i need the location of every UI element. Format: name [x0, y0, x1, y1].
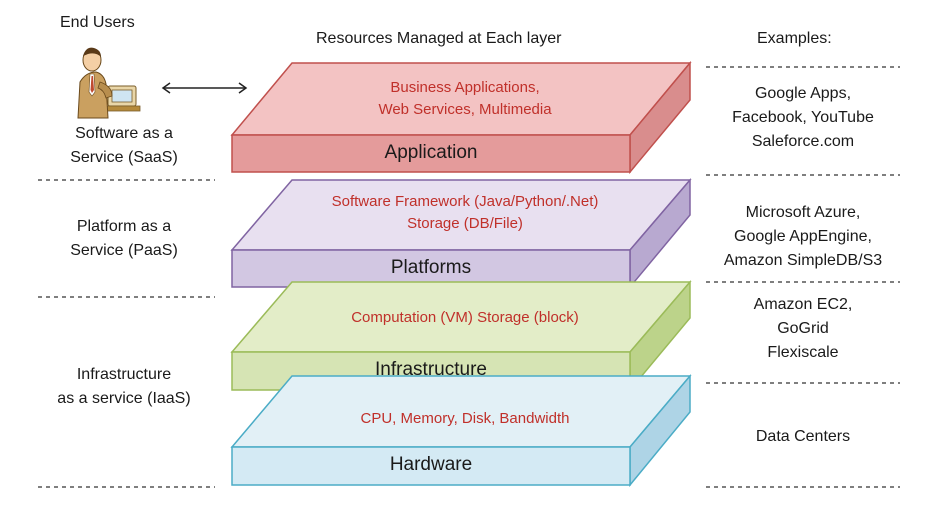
service-model-iaas: Infrastructure as a service (IaaS) — [40, 363, 208, 411]
layer-application-resources-line1: Business Applications, — [390, 79, 540, 96]
layer-hardware-resources-line1: CPU, Memory, Disk, Bandwidth — [360, 410, 570, 427]
examples-platforms: Microsoft Azure, Google AppEngine, Amazo… — [706, 201, 900, 273]
layer-platforms-resources-line1: Software Framework (Java/Python/.Net) — [331, 193, 599, 210]
examples-header: Examples: — [757, 30, 832, 47]
layer-hardware-name: Hardware — [389, 454, 473, 475]
layer-infrastructure-resources-line1: Computation (VM) Storage (block) — [351, 309, 579, 326]
layer-hardware-block — [230, 373, 692, 488]
examples-platforms-line1: Microsoft Azure, — [745, 204, 861, 221]
examples-application: Google Apps, Facebook, YouTube Saleforce… — [706, 82, 900, 154]
examples-platforms-line3: Amazon SimpleDB/S3 — [723, 252, 883, 269]
service-model-saas-line1: Software as a — [75, 125, 173, 142]
service-model-paas-line2: Service (PaaS) — [70, 242, 178, 259]
examples-hardware-line1: Data Centers — [755, 428, 851, 445]
resources-header: Resources Managed at Each layer — [316, 30, 562, 47]
service-model-paas-line1: Platform as a — [76, 218, 172, 235]
layer-infrastructure-resources: Computation (VM) Storage (block) — [270, 307, 660, 329]
examples-infrastructure-line3: Flexiscale — [767, 344, 839, 361]
layer-application-block — [230, 60, 692, 175]
examples-infrastructure-line1: Amazon EC2, — [753, 296, 853, 313]
layer-platforms-block — [230, 177, 692, 290]
end-users-label: End Users — [60, 14, 135, 31]
service-model-iaas-line2: as a service (IaaS) — [57, 390, 191, 407]
layer-application-resources: Business Applications, Web Services, Mul… — [290, 77, 640, 121]
layer-infrastructure-name: Infrastructure — [375, 359, 487, 380]
layer-platforms-name: Platforms — [390, 257, 472, 278]
examples-platforms-line2: Google AppEngine, — [734, 228, 872, 245]
layer-platforms-resources-line2: Storage (DB/File) — [407, 215, 523, 232]
layer-application-name: Application — [384, 142, 478, 163]
examples-infrastructure-line2: GoGrid — [777, 320, 829, 337]
service-model-saas-line2: Service (SaaS) — [70, 149, 178, 166]
layer-application-resources-line2: Web Services, Multimedia — [378, 101, 552, 118]
examples-application-line2: Facebook, YouTube — [732, 109, 874, 126]
service-model-paas: Platform as a Service (PaaS) — [40, 215, 208, 263]
service-model-saas: Software as a Service (SaaS) — [40, 122, 208, 170]
examples-application-line1: Google Apps, — [754, 85, 852, 102]
double-headed-arrow-icon — [161, 82, 248, 94]
examples-application-line3: Saleforce.com — [751, 133, 855, 150]
user-at-computer-icon — [77, 47, 141, 119]
layer-hardware-front — [231, 446, 631, 486]
examples-infrastructure: Amazon EC2, GoGrid Flexiscale — [706, 293, 900, 365]
examples-hardware: Data Centers — [706, 425, 900, 449]
layer-platforms-resources: Software Framework (Java/Python/.Net) St… — [270, 191, 660, 235]
layer-application-front — [231, 134, 631, 173]
service-model-iaas-line1: Infrastructure — [76, 366, 172, 383]
separator-lines — [38, 66, 900, 488]
layer-hardware-resources: CPU, Memory, Disk, Bandwidth — [270, 408, 660, 430]
